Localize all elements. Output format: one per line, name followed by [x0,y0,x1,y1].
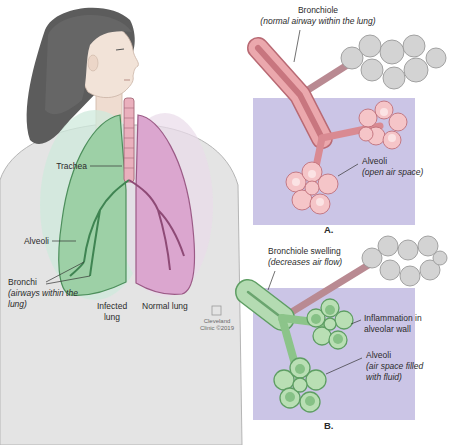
fluid-fill [333,334,343,344]
part-label: Bronchiole [298,5,338,16]
open-air-space [292,108,396,206]
alveolus [293,378,307,392]
logo-mark [212,306,221,315]
alveolus [426,48,446,68]
bronchiole-outline [258,48,322,138]
alveolus [305,181,319,195]
panel [253,98,415,225]
alveolus [329,331,347,349]
leader-line [46,276,90,284]
note-label: (normal airway within the lung) [260,16,375,27]
watermark: Cleveland Clinic ©2019 [199,318,235,332]
alveolus [361,59,383,81]
panel-letter: B. [324,421,334,432]
swollen-bronchiole-outline [248,292,282,318]
part-label: Normal lung [142,301,188,312]
alveolus [359,109,377,127]
panel-letter: A. [324,225,334,236]
alveolus [383,67,405,89]
air-space [380,108,388,116]
alveoli-cluster [362,236,447,286]
alveolus [380,40,404,64]
alveolus [310,194,330,214]
alveolus [324,318,336,330]
alveolus [403,35,425,57]
part-label: Bronchiole swelling [268,246,341,257]
part-label: Inflammation in alveolar wall [364,313,438,334]
leader-line [52,241,76,242]
air-space [316,198,324,206]
leader-line [326,358,362,374]
air-space [292,178,300,186]
bronchiole [258,48,322,138]
infected-lung [59,115,126,295]
leader-line [268,271,275,290]
air-space [388,134,396,142]
alveoli-cluster [341,35,446,89]
alveolus [300,392,320,412]
mouth [124,80,130,81]
note-label: (decreases air flow) [268,257,342,268]
swollen-bronchiole [248,292,282,318]
hair-fringe [45,15,132,114]
leader-line [351,320,361,324]
fluid-fill [295,364,305,374]
bronchiole-lumen [258,48,322,138]
part-label: Bronchi [8,277,37,288]
alveolus [359,35,381,57]
air-space [308,170,316,178]
alveoli-cluster [274,299,353,412]
note-label: (air space filled with fluid) [366,361,440,382]
alveolus [380,260,400,280]
fluid-fill [285,392,295,402]
airway-branch [282,264,370,318]
alveolus [383,131,401,149]
alveolus [335,311,353,329]
alveolus [433,251,447,265]
fluid-fill [311,314,321,324]
leader-line [46,262,84,282]
eye [116,49,124,50]
part-label: Alveoli [24,236,49,247]
fluid-fill [305,396,315,406]
alveolus [404,58,428,82]
alveolus [389,113,407,131]
alveolus [318,174,338,194]
alveolus [400,266,420,286]
fluid-fill [325,305,335,315]
part-label: Trachea [56,161,87,172]
leader-line [90,166,122,167]
leader-line [338,164,358,176]
note-label: (open air space) [362,167,423,178]
narrow-lumen [248,292,282,318]
leader-line [294,30,300,62]
bronchi-infected [70,180,129,276]
part-label: Infected lung [92,301,132,322]
fluid [285,305,343,406]
trachea [124,98,134,182]
bronchi-normal [129,180,184,270]
alveolus [306,370,326,390]
alveolus [378,236,398,256]
trachea-rings [124,108,134,168]
part-label: Alveoli [362,156,387,167]
normal-lung [136,115,195,294]
alveoli-cluster [286,101,407,214]
part-label: Alveoli [366,350,391,361]
ear [88,55,98,71]
note-label: (airways within the lung) [8,288,82,309]
alveolus [359,127,373,141]
alveolus [375,101,393,119]
alveolus [398,240,418,260]
